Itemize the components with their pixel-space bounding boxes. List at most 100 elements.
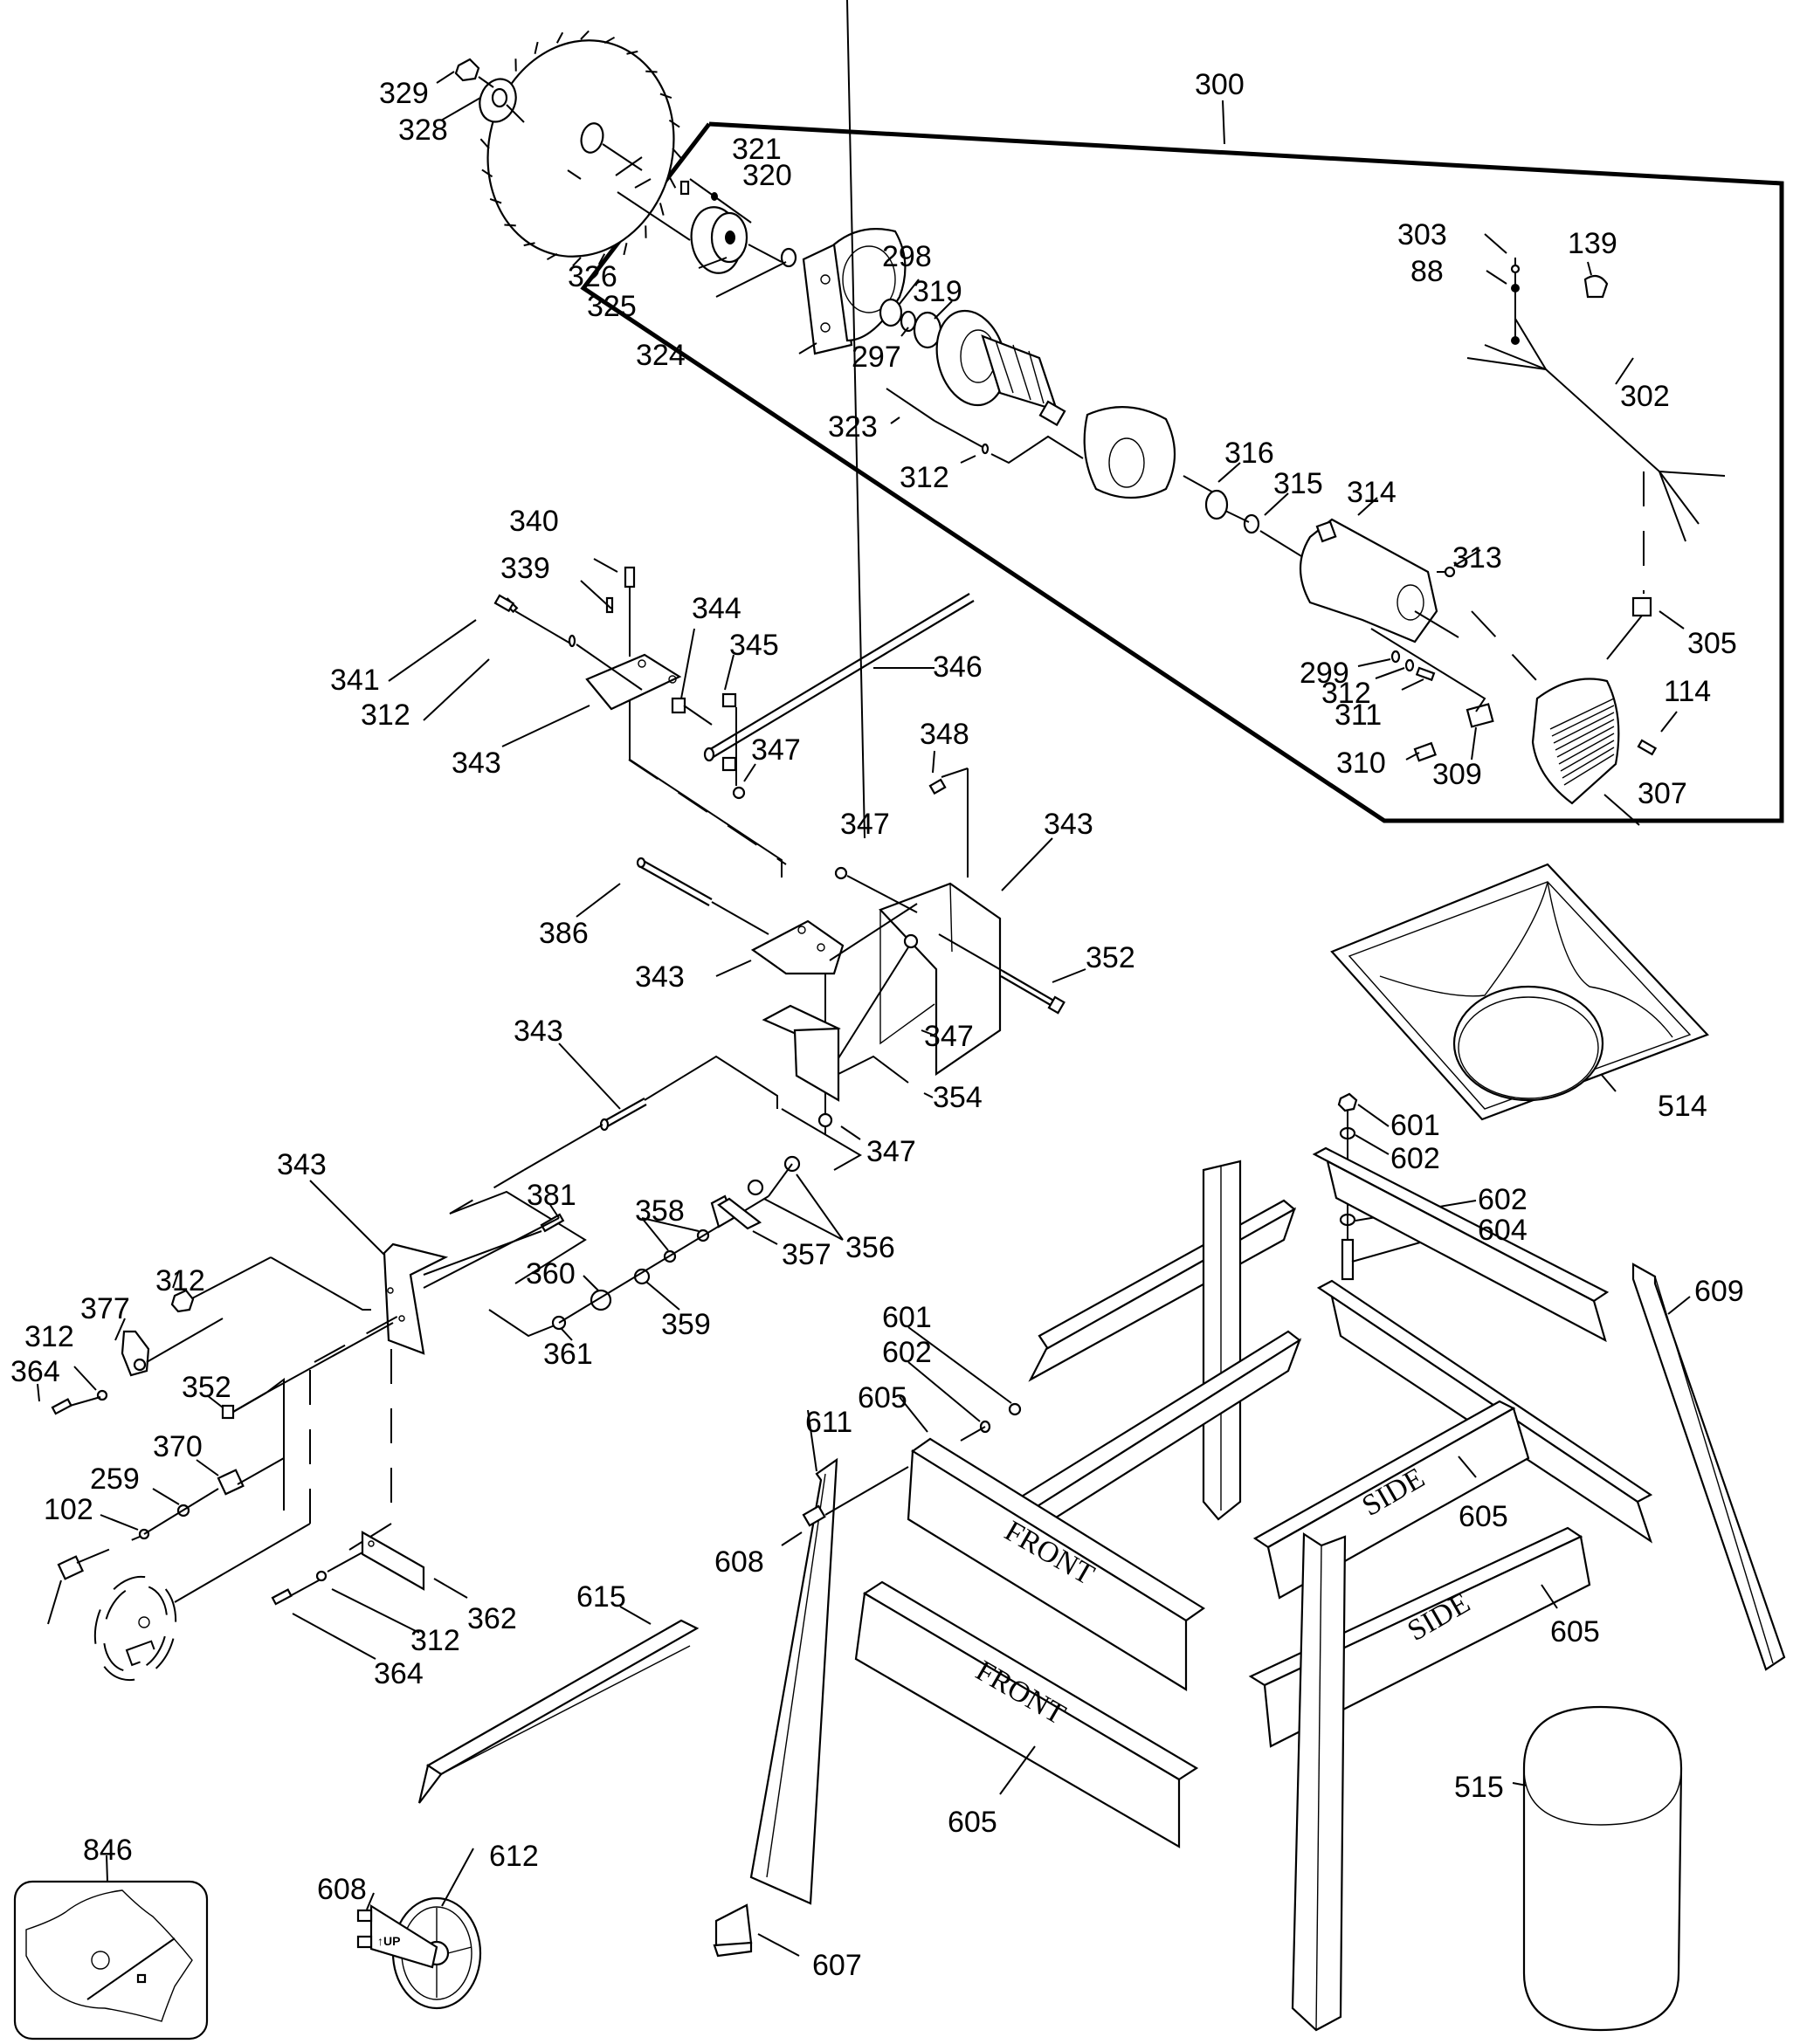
blade-tooth [546,252,558,261]
callout-299: 299 [1300,657,1349,690]
nut-347-right [903,933,919,949]
washer-312-bracket [568,634,576,648]
callout-347: 347 [751,733,801,767]
callout-612: 612 [489,1840,539,1873]
grille-slot [1556,726,1615,758]
screw-311 [1415,666,1436,682]
callout-343: 343 [514,1015,563,1048]
nut-601-front [1008,1402,1022,1416]
callout-515: 515 [1454,1771,1504,1804]
callout-357: 357 [782,1238,831,1271]
blade-tooth [659,203,665,216]
callout-312: 312 [155,1264,205,1297]
callout-297: 297 [852,341,901,374]
callout-609: 609 [1694,1275,1744,1308]
callout-605: 605 [1459,1500,1508,1533]
bracket-343-top [585,653,682,711]
callout-605: 605 [1550,1615,1600,1648]
bolt-340 [624,566,636,588]
callout-608: 608 [714,1545,764,1579]
callout-88: 88 [1410,255,1444,288]
blade-tooth [572,257,582,267]
power-cord-302 [1466,318,1726,542]
bearing-316 [1204,489,1229,520]
motor-assembly-group [580,100,1784,823]
rail-605-front-upper: FRONT [907,1437,1205,1691]
dust-chute-514 [1330,863,1709,1121]
bolt-604 [1341,1238,1355,1281]
pin-343 [599,1098,647,1132]
end-cap-307 [1531,678,1620,805]
spacer-370 [217,1469,245,1496]
shaft-357 [710,1194,762,1230]
grille-slot [1560,740,1615,772]
blade-tooth [481,169,493,178]
blade-tooth [555,31,564,44]
arbor-nut-329 [454,58,480,82]
l-bracket-343 [762,1004,841,1102]
brush-holder-309 [1466,703,1494,728]
threaded-rod-352 [938,933,1066,1015]
hardware-bag-846 [13,1880,209,2041]
clip-344 [671,697,686,714]
callout-601: 601 [1390,1109,1440,1142]
callout-354: 354 [933,1081,983,1114]
grille-slot [1563,754,1615,786]
leg-609 [1631,1263,1786,1671]
callout-312: 312 [361,699,410,732]
pin-608-wheel-bottom [356,1935,373,1949]
callout-352: 352 [1086,941,1135,974]
callout-311: 311 [1334,699,1382,732]
blade-tooth [603,36,616,45]
nut-347-mid [834,866,848,880]
callout-340: 340 [509,505,559,538]
callout-313: 313 [1452,541,1502,575]
pin-608-wheel-top [356,1909,373,1923]
blade-tooth [672,148,682,159]
grille-slot [1553,712,1615,744]
callout-514: 514 [1658,1090,1707,1123]
callout-345: 345 [729,629,779,662]
callout-312: 312 [900,461,949,494]
callout-312: 312 [1321,677,1371,710]
wheel-612: ↑UP [369,1896,482,2010]
screw-381 [540,1213,565,1233]
callout-370: 370 [153,1430,203,1463]
washer-298 [879,298,903,327]
callout-846: 846 [83,1834,133,1867]
callout-605: 605 [948,1806,997,1839]
callout-343: 343 [1044,808,1093,841]
callout-298: 298 [882,240,932,273]
callout-325: 325 [587,290,637,323]
blade-tooth [659,93,672,100]
nut-347-top [732,786,746,800]
u-bracket-343 [879,882,1002,1077]
grille-slot [1558,733,1615,765]
callout-labels: 3003293283213203263253242982973193233123… [10,68,1744,1982]
callout-316: 316 [1224,437,1274,470]
callout-377: 377 [80,1292,130,1325]
callout-358: 358 [635,1194,685,1228]
handwheel [93,1575,177,1682]
washer-356a [747,1179,764,1196]
callout-346: 346 [933,650,983,684]
callout-352: 352 [182,1371,231,1404]
blade-tooth [668,119,680,128]
callout-361: 361 [543,1338,593,1371]
callout-328: 328 [398,114,448,147]
blade-tooth [489,197,502,204]
callout-386: 386 [539,917,589,950]
wheel-bracket-up-mark: ↑UP [377,1934,400,1948]
callout-102: 102 [44,1493,93,1526]
screw-321 [679,180,690,196]
rod-386 [636,857,713,906]
blade-tooth [623,243,628,256]
foot-607 [713,1903,753,1958]
clamp-345 [721,692,737,772]
callout-343: 343 [452,747,501,780]
rail-605-back-right [1312,1146,1610,1343]
nut-347-bottom [817,1112,833,1128]
blade-tooth [504,224,516,227]
leader-300 [1222,100,1225,145]
